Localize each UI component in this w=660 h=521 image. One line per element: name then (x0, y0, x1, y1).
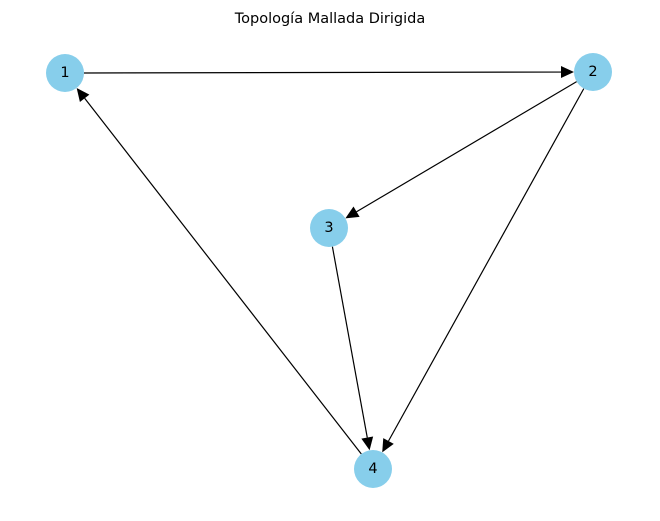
arrowhead-icon (76, 87, 90, 102)
nodes-layer: 1 2 3 4 (46, 53, 612, 488)
node-circle (310, 209, 348, 247)
node-label: 4 (368, 461, 377, 477)
edges-layer (76, 66, 585, 455)
node-label: 1 (60, 65, 69, 81)
arrowhead-icon (361, 436, 374, 451)
node-4: 4 (354, 450, 392, 488)
edge-2-to-4 (382, 88, 585, 453)
diagram-title: Topología Mallada Dirigida (234, 11, 426, 27)
node-2: 2 (574, 53, 612, 91)
edge-line (83, 71, 562, 74)
edge-line (356, 81, 577, 213)
edge-3-to-4 (331, 246, 374, 451)
arrowhead-icon (345, 206, 360, 219)
node-circle (46, 54, 84, 92)
arrowhead-icon (560, 66, 575, 79)
edge-line (84, 97, 362, 455)
edge-line (387, 88, 585, 442)
edge-4-to-1 (76, 87, 362, 455)
arrowhead-icon (382, 438, 394, 453)
edge-line (331, 246, 368, 438)
node-circle (574, 53, 612, 91)
edge-1-to-2 (83, 66, 575, 79)
node-circle (354, 450, 392, 488)
node-3: 3 (310, 209, 348, 247)
node-1: 1 (46, 54, 84, 92)
node-label: 3 (324, 220, 333, 236)
node-label: 2 (588, 64, 597, 80)
edge-2-to-3 (345, 81, 577, 219)
